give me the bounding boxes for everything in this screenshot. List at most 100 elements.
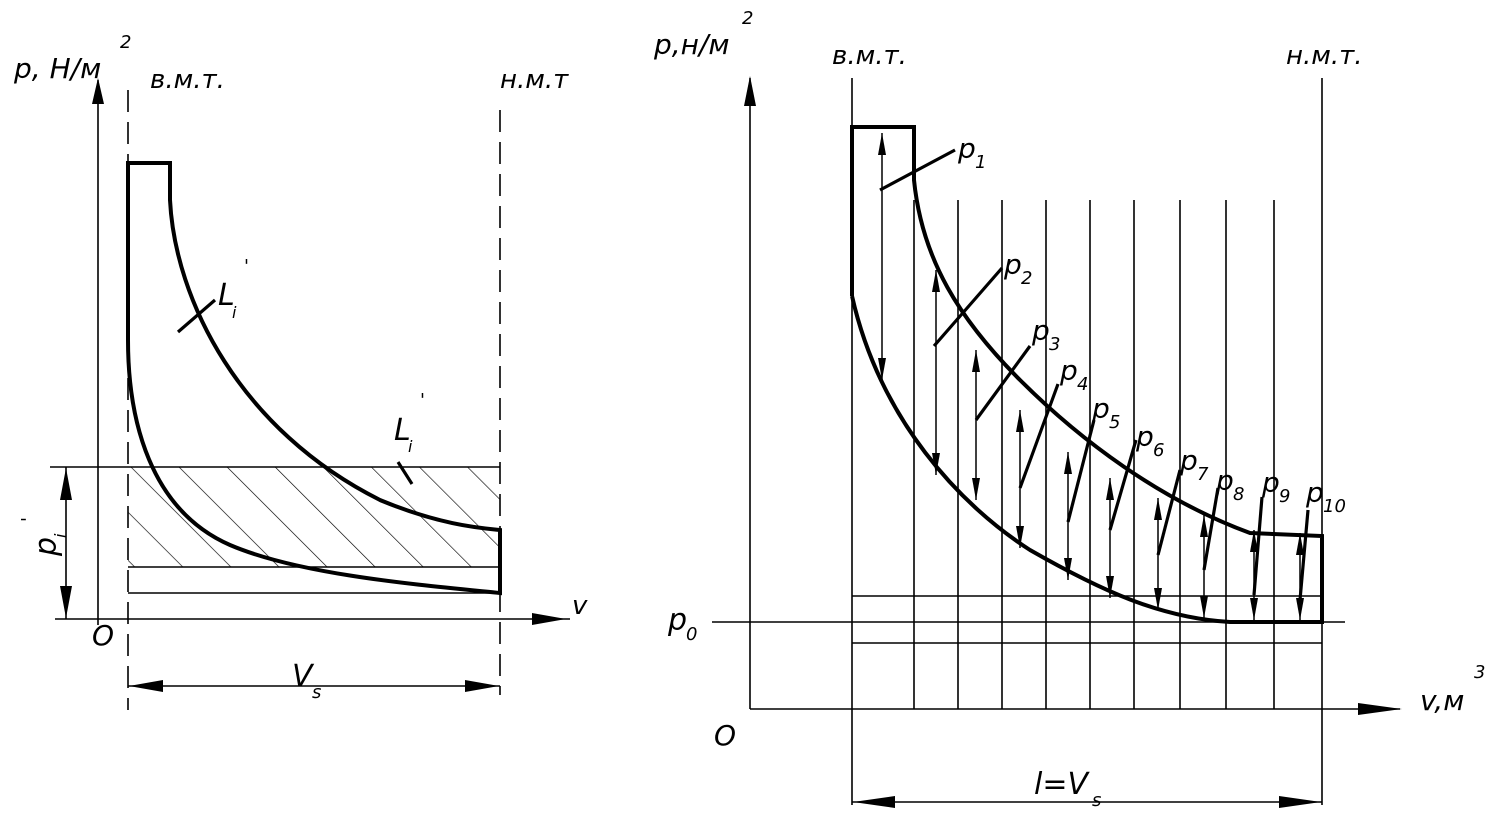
p0-label: p [667, 603, 687, 638]
mean-pressure-label: p [29, 537, 64, 557]
pressure-subscript-5: 5 [1109, 412, 1120, 433]
left-y-axis-exponent: 2 [120, 32, 131, 53]
pressure-arrow-up [60, 468, 72, 500]
right-x-axis-exponent: 3 [1474, 662, 1485, 683]
pressure-arrow-head-up [972, 350, 980, 372]
pressure-arrow-head-down [1064, 558, 1072, 580]
pressure-arrow-head-down [1200, 596, 1208, 618]
work-2-prime: ' [420, 390, 425, 411]
pressure-leader-line [932, 266, 1004, 348]
pressure-subscript-8: 8 [1233, 484, 1244, 505]
right-y-axis-exponent: 2 [742, 8, 753, 29]
pressure-subscript-6: 6 [1153, 440, 1164, 461]
pressure-arrow-head-down [972, 478, 980, 500]
pressure-arrow-head-up [1064, 452, 1072, 474]
pressure-leader-line [974, 345, 1032, 421]
pressure-arrow-head-down [1016, 526, 1024, 548]
pressure-label-10: p [1305, 476, 1324, 509]
right-origin-label: O [714, 719, 736, 752]
right-indicator-diagram: p,н/м 2 в.м.т. н.м.т. v,м 3 O p 0 l=V s … [653, 8, 1485, 811]
pressure-subscript-9: 9 [1279, 486, 1290, 507]
pressure-arrow-head-up [1296, 533, 1304, 555]
pressure-label-5: p [1091, 392, 1110, 425]
right-y-axis-arrow [744, 76, 756, 106]
pressure-label-4: p [1059, 354, 1078, 387]
p0-subscript: 0 [686, 624, 697, 645]
pressure-leader-line [1108, 439, 1138, 531]
pressure-arrow-head-down [1296, 598, 1304, 620]
mean-pressure-subscript: i [51, 533, 70, 538]
pressure-arrow-head-down [1106, 576, 1114, 598]
work-1-leader [176, 298, 217, 334]
pressure-subscript-2: 2 [1021, 268, 1032, 289]
work-1-prime: ' [244, 256, 249, 277]
left-tdc-label: в.м.т. [150, 65, 225, 95]
pressure-label-7: p [1179, 444, 1198, 477]
stroke-volume-subscript: s [312, 682, 321, 703]
right-stroke-subscript: s [1092, 790, 1101, 811]
pressure-leader-line [1018, 383, 1060, 489]
x-axis-arrow [532, 613, 566, 625]
pressure-arrow-head-up [1016, 410, 1024, 432]
stroke-volume-label: V [292, 659, 315, 694]
pressure-arrow-head-up [1250, 530, 1258, 552]
right-stroke-arrow-left [853, 796, 895, 808]
right-stroke-arrow-right [1279, 796, 1321, 808]
pressure-subscript-1: 1 [975, 152, 986, 173]
pressure-leader-line [1156, 469, 1182, 556]
pressure-subscript-4: 4 [1077, 374, 1088, 395]
pressure-subscript-10: 10 [1323, 496, 1346, 517]
pressure-label-2: p [1003, 248, 1022, 281]
stroke-arrow-left [129, 680, 163, 692]
right-y-axis-label: p,н/м [653, 28, 730, 61]
pressure-arrows [878, 133, 1304, 620]
pressure-label-9: p [1261, 466, 1280, 499]
pressure-arrow-down [60, 586, 72, 618]
work-2-subscript: i [408, 437, 413, 456]
right-x-axis-arrow [1358, 703, 1402, 715]
left-x-axis-label: v [572, 591, 588, 621]
pressure-arrow-head-down [1250, 598, 1258, 620]
y-axis-arrow [92, 78, 104, 104]
division-lines [913, 200, 1275, 709]
left-bdc-label: н.м.т [500, 65, 569, 95]
work-2-label: L [394, 413, 411, 448]
left-y-axis-label: p, Н/м [13, 52, 101, 85]
indicator-cycle-contour [126, 161, 502, 596]
left-indicator-diagram: p, Н/м 2 в.м.т. н.м.т v O L i ' L i ' p … [13, 32, 588, 710]
pressure-arrow-head-down [878, 358, 886, 380]
work-2-leader [396, 461, 414, 485]
pressure-leader-line [1202, 487, 1220, 571]
pressure-arrow-head-up [932, 270, 940, 292]
right-bdc-label: н.м.т. [1286, 41, 1363, 71]
pressure-arrow-head-down [1154, 588, 1162, 610]
stroke-arrow-right [465, 680, 499, 692]
right-stroke-label: l=V [1034, 767, 1090, 802]
pressure-arrow-head-up [1106, 478, 1114, 500]
pressure-label-1: p [957, 132, 976, 165]
right-cycle-contour [850, 125, 1324, 624]
pressure-label-8: p [1215, 464, 1234, 497]
work-1-subscript: i [232, 303, 237, 322]
pressure-label-6: p [1135, 420, 1154, 453]
pressure-leader-line [879, 148, 956, 192]
mean-pressure-prime: ' [18, 517, 39, 522]
pressure-leaders [879, 148, 1310, 601]
pressure-arrow-head-down [932, 453, 940, 475]
right-x-axis-label: v,м [1420, 684, 1464, 717]
pressure-arrow-head-up [878, 133, 886, 155]
pressure-subscript-7: 7 [1197, 464, 1209, 485]
mean-pressure-label-group: p i ' [18, 517, 70, 557]
mean-pressure-area [128, 467, 500, 567]
right-tdc-label: в.м.т. [832, 41, 907, 71]
left-origin-label: O [92, 619, 114, 652]
pressure-arrow-head-up [1200, 515, 1208, 537]
pressure-leader-line [1298, 509, 1310, 601]
pressure-subscript-3: 3 [1049, 334, 1060, 355]
pressure-arrow-head-up [1154, 498, 1162, 520]
pressure-leader-line [1066, 419, 1096, 523]
work-1-label: L [218, 278, 235, 313]
pressure-leader-line [1252, 496, 1264, 596]
